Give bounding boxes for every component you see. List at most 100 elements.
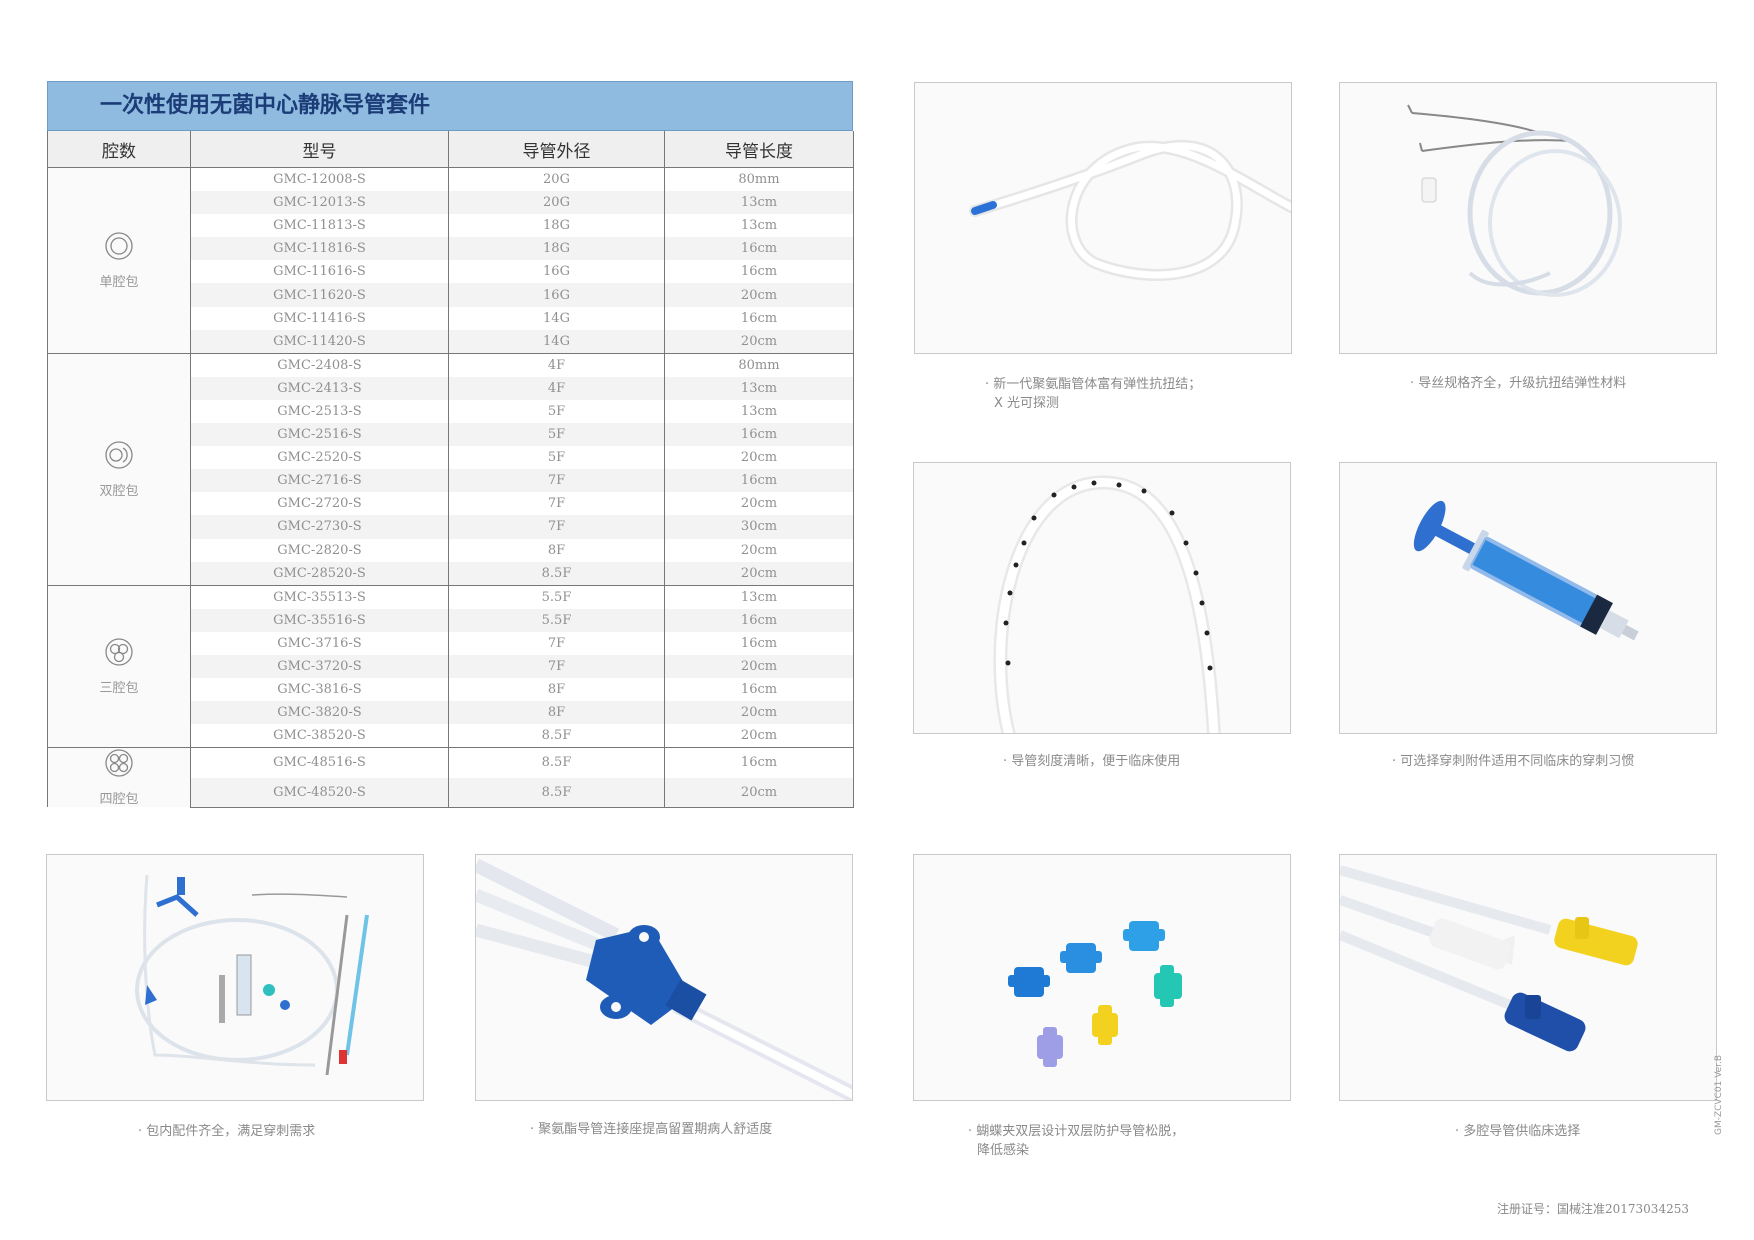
caption-multi: · 多腔导管供临床选择 [1455, 1124, 1581, 1139]
cell-length: 16cm [664, 608, 854, 632]
cell-model: GMC-28520-S [190, 561, 449, 586]
cell-diameter: 5F [448, 423, 665, 447]
cell-length: 80mm [664, 352, 854, 377]
cell-diameter: 14G [448, 329, 665, 354]
cell-length: 16cm [664, 260, 854, 284]
cell-diameter: 4F [448, 352, 665, 377]
cell-diameter: 8F [448, 678, 665, 702]
caption-guidewire: · 导丝规格齐全，升级抗扭结弹性材料 [1410, 376, 1627, 391]
cell-diameter: 7F [448, 469, 665, 493]
cell-diameter: 8.5F [448, 724, 665, 748]
catheter-image [914, 82, 1292, 354]
cell-diameter: 8.5F [448, 747, 665, 778]
caption-catheter-line1: · 新一代聚氨酯管体富有弹性抗扭结； [985, 377, 1202, 392]
quad-lumen-icon [104, 748, 134, 782]
triple-lumen-icon [104, 637, 134, 671]
cell-diameter: 5.5F [448, 584, 665, 609]
cell-model: GMC-35513-S [190, 584, 449, 609]
multi-lumen-image [1339, 854, 1717, 1101]
lumen-label: 四腔包 [99, 792, 139, 808]
cell-model: GMC-35516-S [190, 608, 449, 632]
cell-length: 13cm [664, 376, 854, 400]
caption-clips-line1: · 蝴蝶夹双层设计双层防护导管松脱， [968, 1124, 1185, 1139]
lumen-cell: 单腔包 [47, 167, 191, 354]
cell-length: 20cm [664, 538, 854, 562]
cell-diameter: 5F [448, 399, 665, 424]
lumen-label: 三腔包 [99, 681, 139, 697]
scale-image [913, 462, 1291, 734]
cell-length: 16cm [664, 423, 854, 447]
registration-number: 注册证号：国械注准20173034253 [1497, 1202, 1689, 1216]
cell-length: 16cm [664, 469, 854, 493]
caption-catheter-line2: X 光可探测 [994, 396, 1060, 411]
cell-model: GMC-48520-S [190, 777, 449, 808]
cell-model: GMC-3720-S [190, 654, 449, 679]
cell-diameter: 20G [448, 191, 665, 215]
cell-model: GMC-11616-S [190, 260, 449, 284]
cell-diameter: 5F [448, 446, 665, 470]
cell-diameter: 8.5F [448, 561, 665, 586]
cell-model: GMC-2513-S [190, 399, 449, 424]
cell-diameter: 16G [448, 260, 665, 284]
kit-image [46, 854, 424, 1101]
single-lumen-icon [104, 231, 134, 265]
cell-model: GMC-12008-S [190, 167, 449, 192]
cell-length: 16cm [664, 306, 854, 330]
header-row: 腔数 型号 导管外径 导管长度 [47, 131, 854, 168]
caption-scale: · 导管刻度清晰，便于临床使用 [1003, 754, 1181, 769]
cell-diameter: 7F [448, 515, 665, 539]
cell-model: GMC-3716-S [190, 631, 449, 655]
cell-model: GMC-11416-S [190, 306, 449, 330]
cell-diameter: 8F [448, 701, 665, 725]
cell-diameter: 20G [448, 167, 665, 192]
header-diameter: 导管外径 [448, 131, 665, 168]
cell-length: 20cm [664, 492, 854, 516]
caption-syringe: · 可选择穿刺附件适用不同临床的穿刺习惯 [1392, 754, 1635, 769]
syringe-image [1339, 462, 1717, 734]
cell-length: 20cm [664, 561, 854, 586]
cell-model: GMC-2413-S [190, 376, 449, 400]
cell-model: GMC-2516-S [190, 423, 449, 447]
cell-diameter: 7F [448, 492, 665, 516]
lumen-label: 单腔包 [99, 274, 139, 290]
cell-model: GMC-38520-S [190, 724, 449, 748]
cell-length: 20cm [664, 654, 854, 679]
cell-diameter: 8.5F [448, 777, 665, 808]
cell-model: GMC-11813-S [190, 214, 449, 238]
cell-length: 16cm [664, 237, 854, 261]
cell-model: GMC-3816-S [190, 678, 449, 702]
cell-model: GMC-48516-S [190, 747, 449, 778]
cell-model: GMC-2716-S [190, 469, 449, 493]
cell-diameter: 8F [448, 538, 665, 562]
cell-diameter: 14G [448, 306, 665, 330]
caption-kit: · 包内配件齐全，满足穿刺需求 [138, 1124, 316, 1139]
caption-hub: · 聚氨酯导管连接座提高留置期病人舒适度 [530, 1122, 773, 1137]
cell-model: GMC-11420-S [190, 329, 449, 354]
cell-length: 20cm [664, 701, 854, 725]
cell-diameter: 18G [448, 237, 665, 261]
clips-image [913, 854, 1291, 1101]
cell-diameter: 4F [448, 376, 665, 400]
